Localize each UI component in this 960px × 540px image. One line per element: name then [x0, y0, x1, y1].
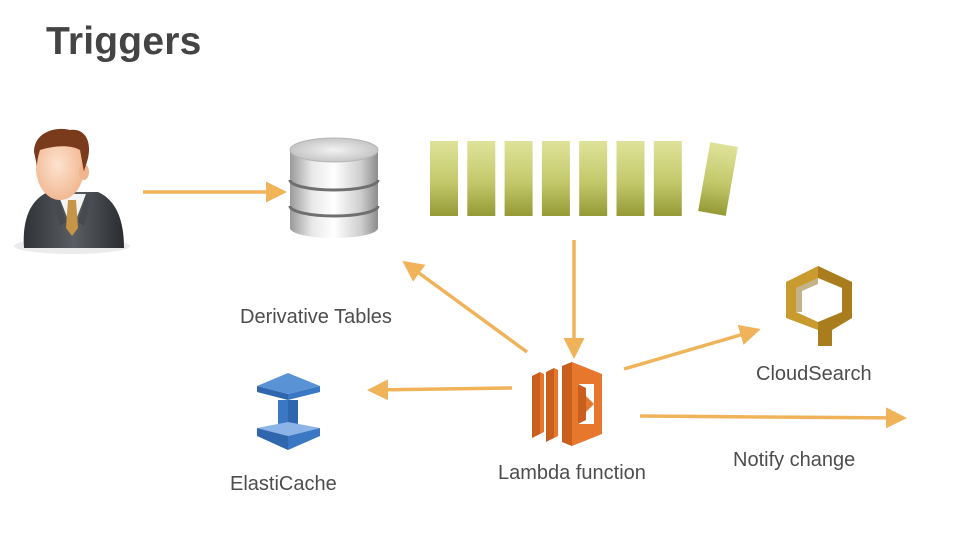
stream-record	[467, 141, 496, 216]
user-businessman-icon	[14, 128, 130, 254]
arrow-lambda-to-elasticache	[367, 379, 513, 401]
slide-title: Triggers	[46, 20, 202, 63]
aws-lambda-icon	[532, 362, 602, 446]
cloudsearch-label: CloudSearch	[756, 363, 872, 385]
stream-record	[579, 141, 608, 216]
lambda-function-label: Lambda function	[498, 462, 646, 484]
arrow-lambda-to-derivative-tables	[402, 260, 529, 354]
stream-records-icon	[430, 141, 738, 216]
notify-change-label: Notify change	[733, 449, 856, 471]
stream-record	[430, 141, 458, 216]
stream-record	[698, 142, 738, 216]
aws-elasticache-icon	[257, 373, 320, 450]
arrow-lambda-to-notify	[639, 407, 907, 429]
stream-record	[541, 141, 570, 216]
elasticache-label: ElastiCache	[230, 473, 337, 495]
derivative-tables-label: Derivative Tables	[240, 306, 392, 328]
aws-cloudsearch-icon	[786, 266, 852, 346]
stream-record	[616, 141, 645, 216]
stream-record	[504, 141, 533, 216]
arrow-lambda-to-cloudsearch	[623, 324, 761, 371]
arrows	[143, 181, 907, 429]
database-icon	[288, 137, 380, 238]
stream-record	[653, 141, 682, 216]
